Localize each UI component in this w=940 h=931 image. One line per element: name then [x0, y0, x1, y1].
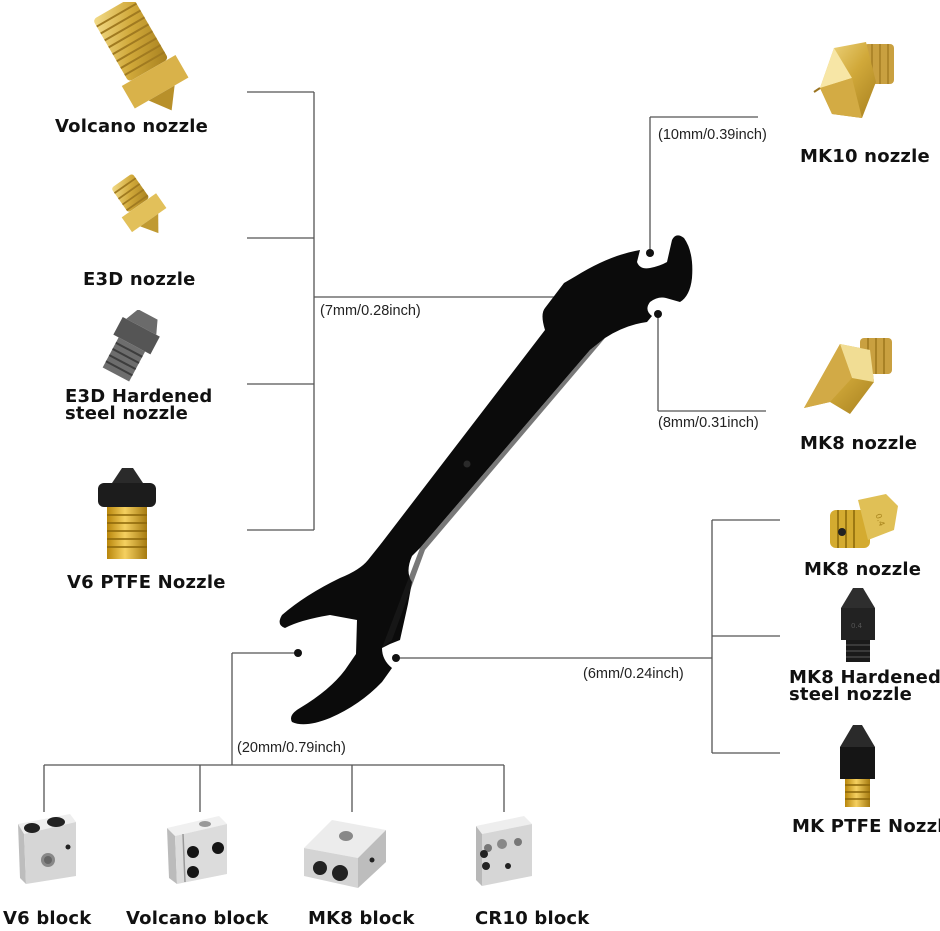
size-label-6mm: (6mm/0.24inch) — [583, 666, 684, 682]
label-line: MK8 Hardened — [789, 667, 940, 688]
label-line: E3D Hardened — [65, 386, 213, 407]
label-volcano-block: Volcano block — [126, 908, 269, 929]
steel-mk8-nozzle-icon: 0.4 — [841, 588, 875, 662]
size-label-20mm: (20mm/0.79inch) — [237, 740, 346, 756]
label-line: steel nozzle — [65, 403, 189, 424]
wrench-hole — [463, 460, 471, 468]
brass-mk8-nozzle-icon — [804, 338, 892, 414]
label-e3d-hardened-steel-nozzle: E3D Hardened steel nozzle — [65, 386, 213, 424]
volcano-heater-block-icon — [167, 816, 227, 884]
label-mk-ptfe-nozzle: MK PTFE Nozzle — [792, 816, 940, 837]
marking-text: 0.4 — [851, 622, 863, 630]
label-e3d-nozzle: E3D nozzle — [83, 269, 196, 290]
label-mk8-nozzle-6mm: MK8 nozzle — [804, 559, 922, 580]
label-mk8-nozzle-8mm: MK8 nozzle — [800, 433, 918, 454]
brass-volcano-nozzle-icon — [94, 2, 189, 111]
label-cr10-block: CR10 block — [475, 908, 590, 929]
brass-e3d-nozzle-icon — [112, 174, 167, 234]
marking-text: 0.4 — [874, 512, 887, 527]
pointer-dot-6mm — [392, 654, 400, 662]
label-v6-block: V6 block — [3, 908, 92, 929]
label-v6-ptfe-nozzle: V6 PTFE Nozzle — [67, 572, 226, 593]
mk8-heater-block-icon — [304, 820, 386, 888]
size-label-10mm: (10mm/0.39inch) — [658, 127, 767, 143]
brass-mk10-nozzle-icon — [813, 42, 894, 118]
label-mk10-nozzle: MK10 nozzle — [800, 146, 930, 167]
size-label-8mm: (8mm/0.31inch) — [658, 415, 759, 431]
v6-heater-block-icon — [18, 814, 76, 884]
label-mk8-block: MK8 block — [308, 908, 415, 929]
black-brass-v6-nozzle-icon — [98, 468, 156, 559]
black-brass-mk-nozzle-icon — [840, 725, 875, 807]
cr10-heater-block-icon — [476, 816, 532, 886]
pointer-dot-8mm — [654, 310, 662, 318]
pointer-dot-20mm — [294, 649, 302, 657]
brass-mk8-small-nozzle-icon: 0.4 — [830, 494, 898, 548]
label-volcano-nozzle: Volcano nozzle — [55, 116, 209, 137]
steel-e3d-nozzle-icon — [102, 310, 160, 382]
pointer-dot-10mm — [646, 249, 654, 257]
size-label-7mm: (7mm/0.28inch) — [320, 303, 421, 319]
label-line: steel nozzle — [789, 684, 913, 705]
label-mk8-hardened-steel-nozzle: MK8 Hardened steel nozzle — [789, 667, 940, 705]
